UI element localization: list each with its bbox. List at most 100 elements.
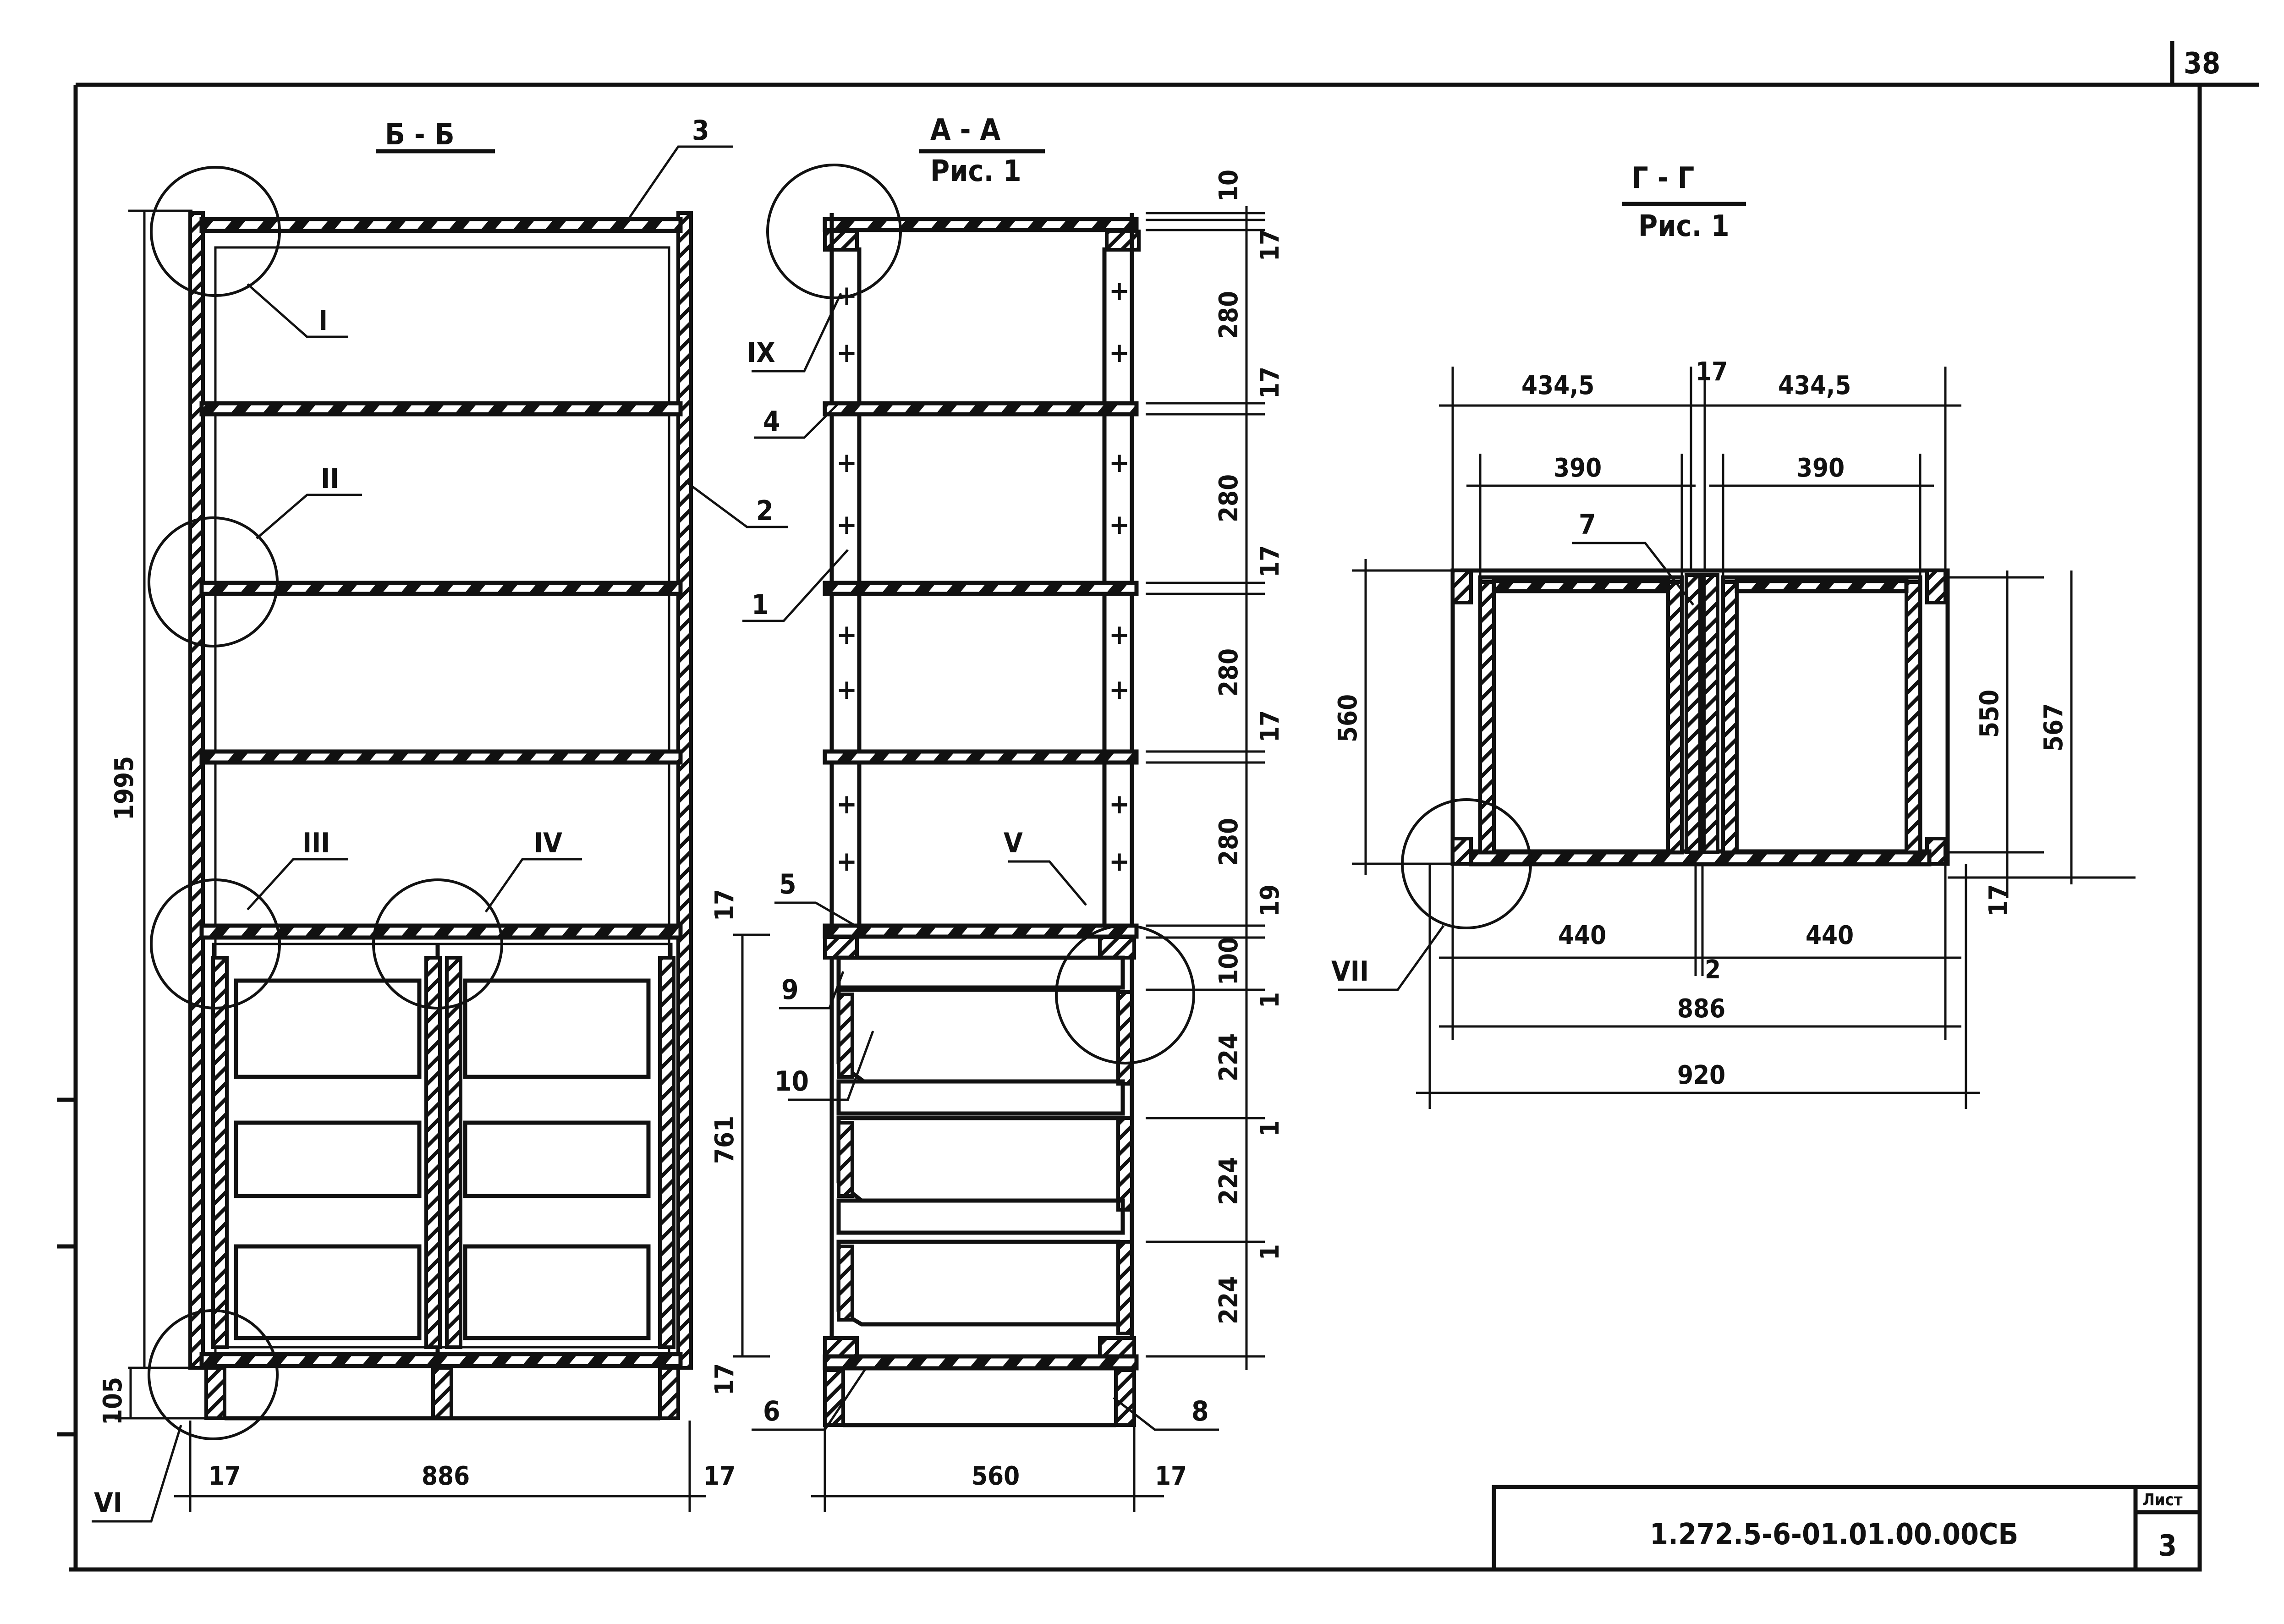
callout-I: I bbox=[318, 305, 328, 337]
dim-1-a: 1 bbox=[1255, 992, 1285, 1008]
shelf bbox=[199, 749, 683, 765]
dim-224-a: 224 bbox=[1214, 1033, 1244, 1081]
svg-text:+: + bbox=[1109, 619, 1130, 651]
svg-text:+: + bbox=[1109, 509, 1130, 541]
dim-17-b: 17 bbox=[1255, 367, 1285, 399]
dim-280-b: 280 bbox=[1214, 474, 1244, 522]
dim-19: 19 bbox=[1255, 884, 1285, 916]
sheet-number: 3 bbox=[2158, 1529, 2177, 1563]
callout-IV: IV bbox=[534, 827, 562, 859]
dim-width-440-right: 440 bbox=[1806, 921, 1854, 950]
dim-top-10: 10 bbox=[1214, 170, 1244, 202]
svg-text:+: + bbox=[1109, 845, 1130, 878]
svg-text:+: + bbox=[1109, 674, 1130, 706]
dim-height-560: 560 bbox=[1333, 694, 1363, 742]
callout-10: 10 bbox=[774, 1065, 809, 1097]
dim-17-a: 17 bbox=[1255, 229, 1285, 261]
dim-width-390-left: 390 bbox=[1554, 453, 1602, 483]
view-gg-subtitle: Рис. 1 bbox=[1638, 209, 1729, 243]
dim-224-b: 224 bbox=[1214, 1157, 1244, 1205]
dim-middle-17: 17 bbox=[1696, 357, 1728, 387]
section-view-gg: Г - Г Рис. 1 VII 7 434,5 17 bbox=[1331, 161, 2136, 1109]
dim-side-left-17: 17 bbox=[209, 1461, 241, 1491]
svg-text:+: + bbox=[1109, 275, 1130, 307]
svg-text:+: + bbox=[836, 619, 857, 651]
dim-side-right-17: 17 bbox=[703, 1461, 736, 1491]
view-bb-title: Б - Б bbox=[385, 118, 455, 152]
detail-circle-I bbox=[150, 166, 281, 297]
dim-224-c: 224 bbox=[1214, 1276, 1244, 1324]
sheet-label: Лист bbox=[2142, 1491, 2183, 1509]
detail-circle-IX bbox=[766, 164, 902, 299]
dim-width-920: 920 bbox=[1677, 1060, 1725, 1090]
detail-circle-IV bbox=[372, 878, 503, 1010]
view-gg-title: Г - Г bbox=[1631, 161, 1694, 195]
dim-side-17: 17 bbox=[1155, 1461, 1187, 1491]
dim-width-886: 886 bbox=[1677, 994, 1725, 1024]
sheet-frame bbox=[57, 41, 2259, 1572]
left-side-panel bbox=[188, 211, 205, 1370]
shelf bbox=[199, 581, 683, 596]
view-aa-title: А - А bbox=[930, 113, 1001, 147]
svg-text:+: + bbox=[836, 845, 857, 878]
callout-IX: IX bbox=[747, 337, 775, 369]
view-aa-subtitle: Рис. 1 bbox=[930, 154, 1021, 188]
dim-bottom-17: 17 bbox=[1984, 884, 2014, 916]
svg-text:+: + bbox=[836, 674, 857, 706]
sheet-corner-number: 38 bbox=[2184, 47, 2220, 81]
svg-text:+: + bbox=[1109, 447, 1130, 479]
section-view-aa: А - А Рис. 1 ++ ++ ++ ++ ++ ++ ++ ++ bbox=[742, 113, 1285, 1512]
dim-1-b: 1 bbox=[1255, 1120, 1285, 1136]
dim-width-434-5-right: 434,5 bbox=[1778, 371, 1851, 401]
callout-9: 9 bbox=[781, 974, 799, 1006]
callout-7: 7 bbox=[1579, 509, 1596, 541]
callout-4: 4 bbox=[763, 406, 780, 438]
dim-gap-2: 2 bbox=[1705, 955, 1721, 985]
dim-width-886: 886 bbox=[422, 1461, 470, 1491]
dim-17-d: 17 bbox=[1255, 710, 1285, 742]
title-block: 1.272.5-6-01.01.00.00СБ Лист 3 bbox=[1492, 1485, 2202, 1572]
dim-1-c: 1 bbox=[1255, 1244, 1285, 1260]
dim-width-560: 560 bbox=[972, 1461, 1020, 1491]
callout-2: 2 bbox=[756, 495, 774, 527]
callout-1: 1 bbox=[752, 589, 769, 621]
dim-100: 100 bbox=[1214, 937, 1244, 985]
callout-II: II bbox=[321, 463, 339, 495]
dim-lower-top-17: 17 bbox=[710, 889, 740, 921]
callout-8: 8 bbox=[1191, 1395, 1209, 1427]
dim-width-434-5-left: 434,5 bbox=[1521, 371, 1594, 401]
dim-width-390-right: 390 bbox=[1796, 453, 1845, 483]
dim-17-c: 17 bbox=[1255, 545, 1285, 577]
svg-text:+: + bbox=[836, 337, 857, 369]
dim-base-105: 105 bbox=[98, 1377, 128, 1425]
dim-280-c: 280 bbox=[1214, 648, 1244, 697]
shelf bbox=[199, 401, 683, 417]
callout-VI: VI bbox=[94, 1487, 122, 1519]
shelf bbox=[199, 923, 683, 940]
svg-text:+: + bbox=[836, 788, 857, 820]
dim-width-440-left: 440 bbox=[1558, 921, 1606, 950]
svg-text:+: + bbox=[1109, 788, 1130, 820]
svg-text:+: + bbox=[836, 509, 857, 541]
fastener-marks: ++ ++ ++ ++ ++ ++ ++ ++ bbox=[836, 275, 1130, 878]
svg-text:+: + bbox=[836, 447, 857, 479]
detail-circle-II bbox=[148, 516, 279, 647]
dim-lower-761: 761 bbox=[710, 1116, 740, 1164]
detail-circle-III bbox=[150, 878, 281, 1010]
dim-280-a: 280 bbox=[1214, 291, 1244, 339]
callout-VII: VII bbox=[1331, 955, 1369, 988]
detail-circle-VI bbox=[148, 1309, 279, 1440]
callout-III: III bbox=[302, 827, 330, 859]
detail-circle-V bbox=[1055, 924, 1195, 1064]
dim-280-d: 280 bbox=[1214, 818, 1244, 866]
section-view-bb: Б - Б bbox=[92, 115, 788, 1523]
top-board bbox=[199, 217, 683, 233]
callout-5: 5 bbox=[779, 868, 796, 900]
callout-V: V bbox=[1004, 827, 1023, 859]
dim-height-1995: 1995 bbox=[110, 756, 139, 820]
callout-3: 3 bbox=[692, 115, 709, 147]
dim-lower-bot-17: 17 bbox=[710, 1363, 740, 1395]
drawing-designation: 1.272.5-6-01.01.00.00СБ bbox=[1650, 1518, 2018, 1552]
dim-height-567: 567 bbox=[2039, 703, 2069, 752]
